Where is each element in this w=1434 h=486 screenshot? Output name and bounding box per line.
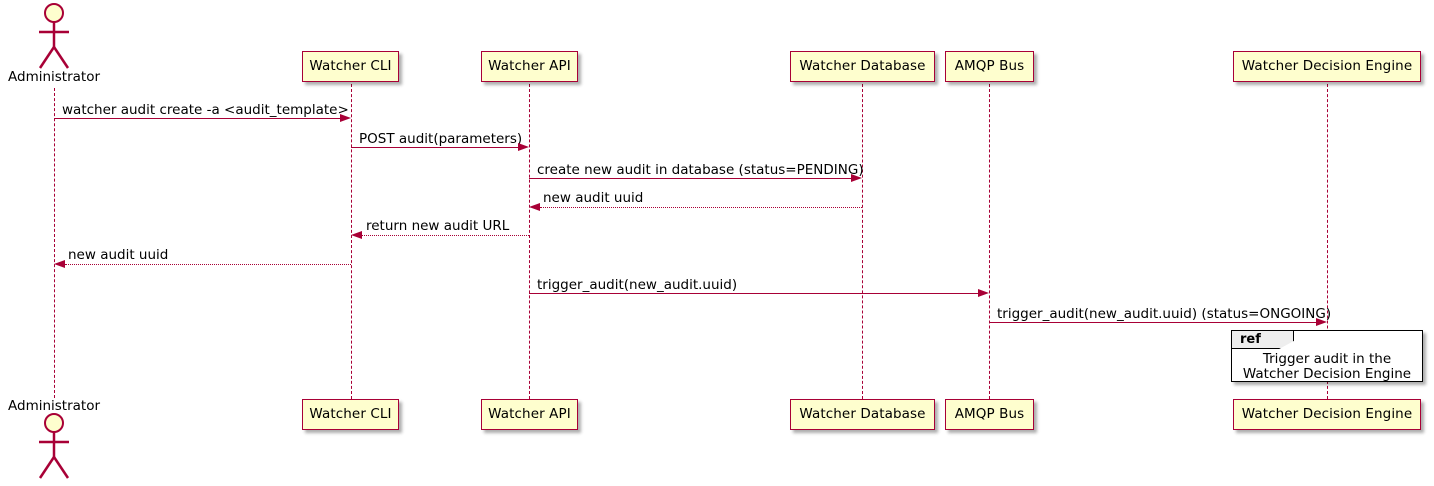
message-line-watcher-audit-create bbox=[54, 118, 340, 119]
arrow-head-right-icon bbox=[978, 288, 989, 297]
lifeline-watcher-database bbox=[862, 84, 863, 399]
message-line-new-audit-uuid-db bbox=[540, 207, 862, 208]
arrow-head-right-icon bbox=[518, 142, 529, 151]
arrow-head-left-icon bbox=[54, 259, 65, 268]
participant-watcher-cli-top[interactable]: Watcher CLI bbox=[302, 51, 399, 82]
message-line-return-new-audit-url bbox=[362, 235, 529, 236]
participant-decision-engine-bottom[interactable]: Watcher Decision Engine bbox=[1233, 399, 1421, 430]
lifeline-watcher-cli bbox=[351, 84, 352, 399]
message-label-trigger-audit-ongoing: trigger_audit(new_audit.uuid) (status=ON… bbox=[997, 306, 1332, 322]
message-line-trigger-audit bbox=[529, 293, 978, 294]
message-label-create-new-audit: create new audit in database (status=PEN… bbox=[537, 162, 864, 178]
ref-fragment-body: Trigger audit in the Watcher Decision En… bbox=[1232, 352, 1422, 382]
lifeline-decision-engine bbox=[1327, 84, 1328, 399]
participant-decision-engine-top[interactable]: Watcher Decision Engine bbox=[1233, 51, 1421, 82]
lifeline-watcher-api bbox=[529, 84, 530, 399]
participant-amqp-bus-bottom[interactable]: AMQP Bus bbox=[945, 399, 1034, 430]
participant-amqp-bus-top[interactable]: AMQP Bus bbox=[945, 51, 1034, 82]
arrow-head-left-icon bbox=[351, 230, 362, 239]
arrow-head-left-icon bbox=[529, 202, 540, 211]
ref-fragment-line-2: Watcher Decision Engine bbox=[1242, 366, 1412, 382]
actor-administrator-top bbox=[30, 2, 78, 78]
lifeline-amqp-bus bbox=[989, 84, 990, 399]
message-label-new-audit-uuid-admin: new audit uuid bbox=[68, 247, 169, 263]
arrow-head-right-icon bbox=[851, 173, 862, 182]
message-label-watcher-audit-create: watcher audit create -a <audit_template> bbox=[62, 102, 349, 118]
actor-administrator-bottom bbox=[30, 412, 78, 486]
arrow-head-right-icon bbox=[1316, 317, 1327, 326]
participant-watcher-api-top[interactable]: Watcher API bbox=[481, 51, 578, 82]
message-label-new-audit-uuid-db: new audit uuid bbox=[543, 190, 644, 206]
participant-watcher-cli-bottom[interactable]: Watcher CLI bbox=[302, 399, 399, 430]
participant-watcher-api-bottom[interactable]: Watcher API bbox=[481, 399, 578, 430]
actor-label-administrator-bottom: Administrator bbox=[8, 398, 101, 414]
actor-label-administrator-top: Administrator bbox=[8, 69, 101, 85]
actor-stick-figure-icon bbox=[38, 413, 70, 479]
message-line-new-audit-uuid-admin bbox=[65, 264, 351, 265]
arrow-head-right-icon bbox=[340, 113, 351, 122]
message-line-post-audit bbox=[351, 147, 518, 148]
ref-fragment-line-1: Trigger audit in the bbox=[1262, 351, 1392, 367]
participant-watcher-database-top[interactable]: Watcher Database bbox=[790, 51, 935, 82]
message-line-create-new-audit bbox=[529, 178, 851, 179]
actor-stick-figure-icon bbox=[38, 3, 70, 69]
message-line-trigger-audit-ongoing bbox=[989, 322, 1316, 323]
message-label-return-new-audit-url: return new audit URL bbox=[366, 218, 510, 234]
message-label-trigger-audit: trigger_audit(new_audit.uuid) bbox=[537, 277, 738, 293]
message-label-post-audit: POST audit(parameters) bbox=[359, 131, 523, 147]
ref-fragment-trigger-audit[interactable]: ref Trigger audit in the Watcher Decisio… bbox=[1231, 330, 1423, 382]
lifeline-administrator bbox=[54, 88, 55, 398]
ref-fragment-tab-label: ref bbox=[1232, 331, 1294, 349]
participant-watcher-database-bottom[interactable]: Watcher Database bbox=[790, 399, 935, 430]
